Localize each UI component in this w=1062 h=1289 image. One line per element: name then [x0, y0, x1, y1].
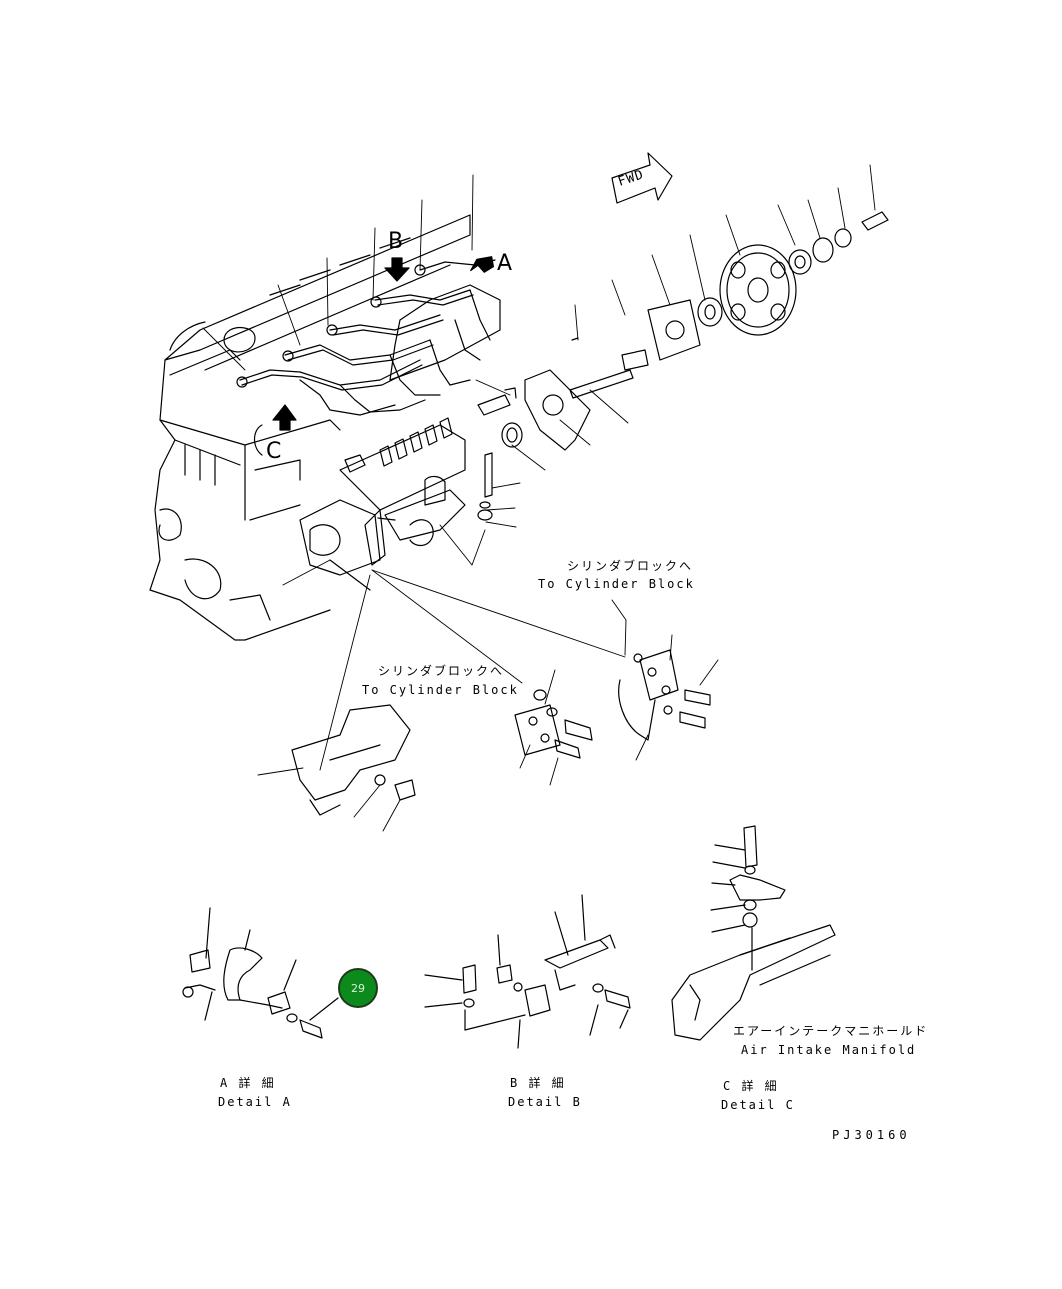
- gear-train-parts: [477, 211, 889, 521]
- detail-b-en: Detail B: [508, 1095, 582, 1109]
- cylinder-block-lower-en: To Cylinder Block: [362, 683, 519, 697]
- view-arrow-label-c: C: [266, 439, 282, 464]
- air-intake-manifold-en: Air Intake Manifold: [741, 1043, 917, 1057]
- cylinder-block-upper-jp: シリンダブロックへ: [567, 559, 694, 573]
- injection-pump: [299, 417, 466, 591]
- detail-b-drawing: [424, 894, 631, 1049]
- cylinder-block-upper-en: To Cylinder Block: [538, 577, 695, 591]
- detail-a-jp: A 詳 細: [220, 1076, 276, 1090]
- detail-a-drawing: [182, 907, 339, 1039]
- detail-c-jp: C 詳 細: [723, 1079, 779, 1093]
- brackets-and-pipe: [291, 517, 711, 816]
- view-arrows: [272, 256, 494, 431]
- leader-lines: [202, 164, 876, 832]
- c-view-bracket: [253, 424, 263, 456]
- drawing-code: PJ30160: [832, 1128, 911, 1142]
- engine-block: [149, 214, 471, 641]
- detail-c-en: Detail C: [721, 1098, 795, 1112]
- detail-c-drawing: [671, 825, 836, 1041]
- detail-b-jp: B 詳 細: [510, 1076, 566, 1090]
- injection-lines: [236, 259, 501, 416]
- view-arrow-label-b: B: [388, 229, 404, 254]
- fwd-arrow: [611, 152, 673, 204]
- view-arrow-label-a: A: [497, 251, 513, 276]
- detail-a-en: Detail A: [218, 1095, 292, 1109]
- air-intake-manifold-jp: エアーインテークマニホールド: [733, 1024, 929, 1038]
- cylinder-block-lower-jp: シリンダブロックへ: [378, 664, 505, 678]
- part-callout-29[interactable]: 29: [338, 968, 378, 1008]
